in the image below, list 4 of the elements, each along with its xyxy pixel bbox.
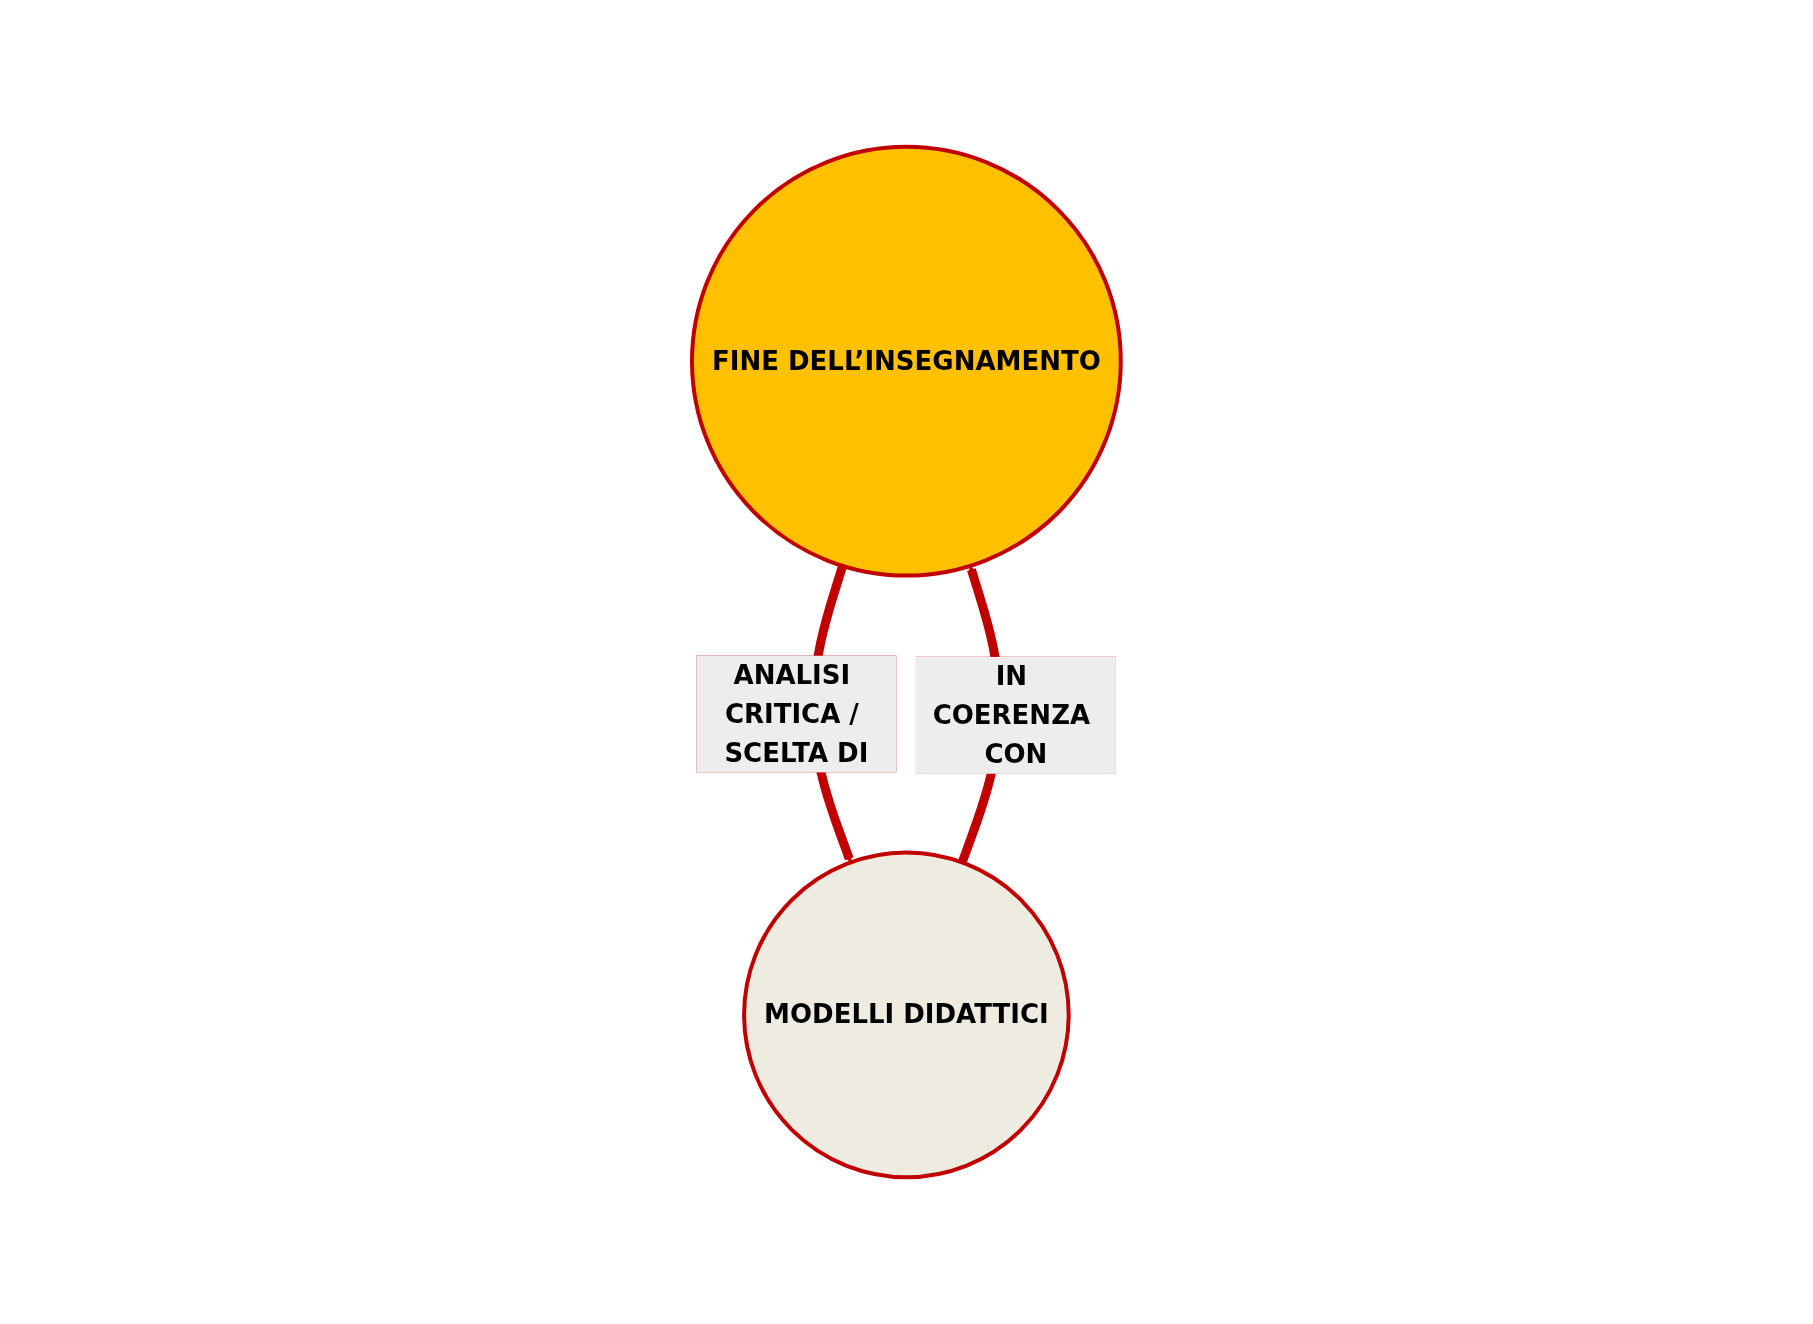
- edge-label: ANALISI CRITICA / SCELTA DI: [724, 659, 869, 768]
- node-circle: MODELLI DIDATTICI: [742, 850, 1071, 1180]
- edge-label: IN COERENZA CON: [932, 660, 1091, 769]
- node-circle: FINE DELL’INSEGNAMENTO: [690, 144, 1123, 578]
